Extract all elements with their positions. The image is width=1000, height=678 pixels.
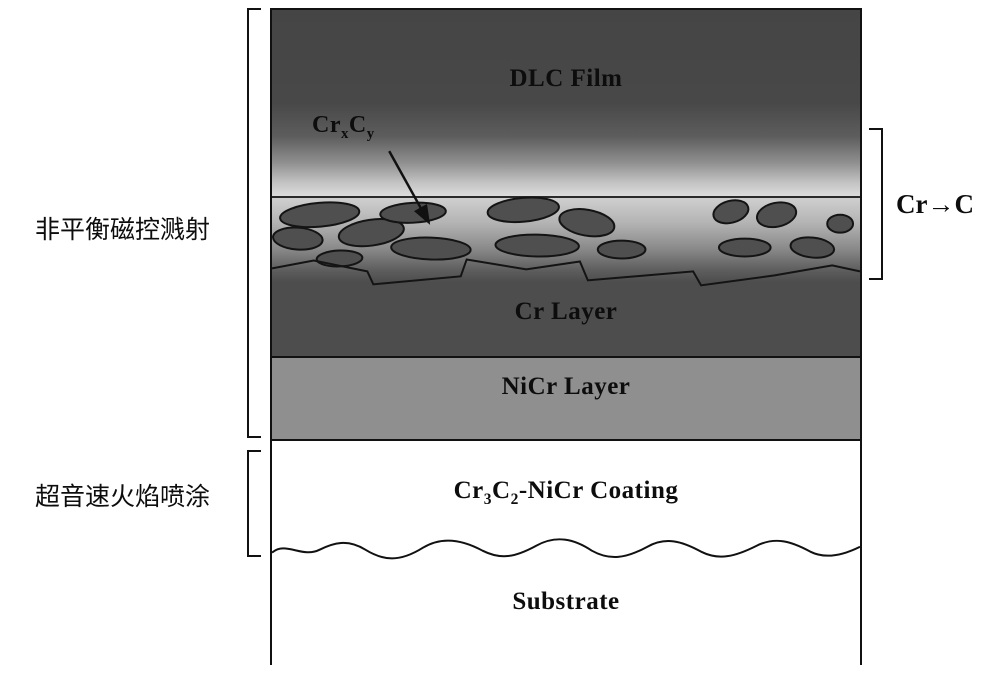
label-unbalanced-magnetron-sputtering: 非平衡磁控溅射 <box>34 217 210 244</box>
jagged-boundary-line <box>272 258 860 287</box>
layer-cr3c2-nicr-coating <box>272 441 860 667</box>
coating-part: -NiCr Coating <box>518 477 679 504</box>
coating-part: Cr <box>453 477 484 504</box>
crxcy-sub: x <box>340 125 349 142</box>
label-supersonic-flame-spraying: 超音速火焰喷涂 <box>34 484 210 511</box>
label-cr-to-c: Cr→C <box>896 189 974 219</box>
bracket-cr-to-c-gradient <box>869 128 883 280</box>
label-cr3c2-nicr-coating: Cr3C2-NiCr Coating <box>272 477 860 509</box>
bracket-sputtering-layers <box>247 8 261 438</box>
label-cr-layer: Cr Layer <box>514 298 618 325</box>
layer-dlc-film <box>272 10 860 196</box>
dlc-transition-interface-line <box>272 196 860 198</box>
crxcy-arrow <box>388 150 431 225</box>
coating-sub: 2 <box>510 491 519 508</box>
crxcy-part: C <box>348 112 367 138</box>
layer-nicr <box>272 356 860 441</box>
layer-cr <box>272 282 860 356</box>
coating-part: C <box>492 477 511 504</box>
crxcy-sub: y <box>366 125 375 142</box>
coating-sub: 3 <box>483 491 493 508</box>
bracket-hvof-layer <box>247 450 261 557</box>
label-nicr-layer: NiCr Layer <box>501 373 631 400</box>
label-crxcy: CrxCy <box>312 112 375 143</box>
label-dlc-film: DLC Film <box>509 65 623 92</box>
crxcy-particles <box>272 196 855 268</box>
wavy-interface-line <box>272 538 860 560</box>
layer-stack-box: DLC Film CrxCy Cr Layer NiCr Layer Cr3C2… <box>270 8 862 667</box>
crxcy-part: Cr <box>312 112 341 138</box>
diagram-overlay <box>272 150 860 560</box>
label-substrate: Substrate <box>512 588 620 615</box>
